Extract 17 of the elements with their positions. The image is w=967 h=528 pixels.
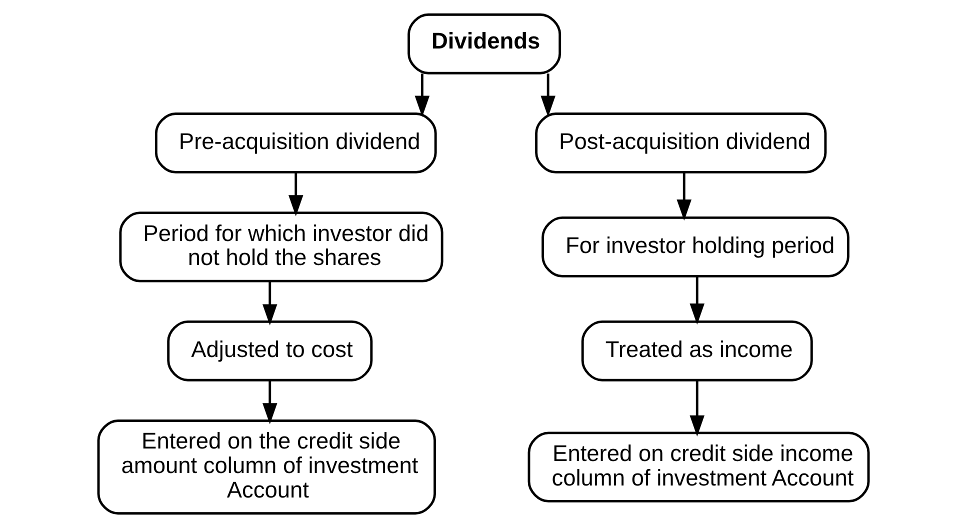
arrow <box>540 74 556 117</box>
arrow <box>262 380 278 424</box>
node-box: Adjusted to cost <box>167 320 373 382</box>
arrow <box>676 172 692 221</box>
arrow <box>262 282 278 326</box>
arrow <box>690 380 705 436</box>
node-box: Dividends <box>408 13 562 74</box>
node-box: Period for which investor did not hold the shares <box>119 212 444 282</box>
node-box: Treated as income <box>581 320 813 382</box>
node-box: Post-acquisition dividend <box>535 112 827 174</box>
node-box: Pre-acquisition dividend <box>154 112 437 174</box>
arrow <box>414 74 430 117</box>
arrow <box>288 172 304 216</box>
node-box: Entered on credit side income column of investment Account <box>528 432 870 502</box>
node-box: For investor holding period <box>542 216 850 278</box>
arrow <box>690 276 705 325</box>
node-box: Entered on the credit side amount column of investment Account <box>97 420 436 515</box>
